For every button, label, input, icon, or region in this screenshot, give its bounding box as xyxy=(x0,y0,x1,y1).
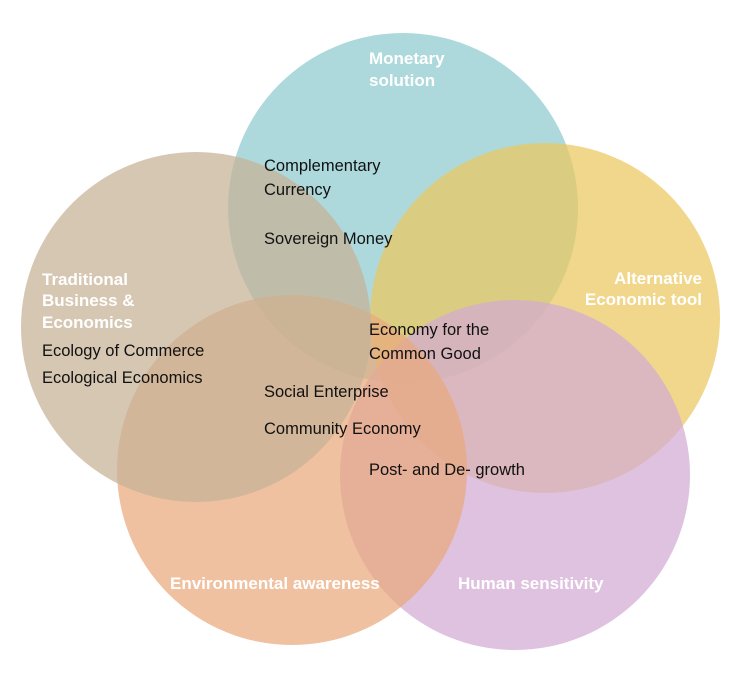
circle-label-traditional: Traditional Business & Economics xyxy=(42,270,135,332)
circle-label-line: Human sensitivity xyxy=(458,574,604,593)
item-label-line: Complementary xyxy=(264,157,381,175)
circle-label-line: solution xyxy=(369,71,435,90)
circle-traditional xyxy=(21,152,371,502)
item-label-line: Economy for the xyxy=(369,321,489,339)
circle-label-line: Alternative xyxy=(614,269,702,288)
item-label-line: Common Good xyxy=(369,345,481,363)
circle-label-alternative: Alternative Economic tool xyxy=(585,269,702,309)
circle-label-line: Economics xyxy=(42,313,133,332)
circle-label-environmental: Environmental awareness xyxy=(170,574,380,593)
item-ecology-of-commerce: Ecology of Commerce xyxy=(42,342,204,360)
circle-label-line: Economic tool xyxy=(585,290,702,309)
item-label-line: Social Enterprise xyxy=(264,383,389,401)
item-label-line: Ecology of Commerce xyxy=(42,342,204,360)
item-label-line: Ecological Economics xyxy=(42,369,203,387)
circle-label-line: Traditional xyxy=(42,270,128,289)
item-label-line: Sovereign Money xyxy=(264,230,393,248)
circle-label-monetary: Monetary solution xyxy=(369,49,445,90)
item-economy-common-good: Economy for the Common Good xyxy=(369,321,489,363)
item-label-line: Post- and De- growth xyxy=(369,461,525,479)
item-community-economy: Community Economy xyxy=(264,420,422,438)
item-social-enterprise: Social Enterprise xyxy=(264,383,389,401)
circle-label-line: Environmental awareness xyxy=(170,574,380,593)
item-label-line: Currency xyxy=(264,181,332,199)
item-complementary-currency: Complementary Currency xyxy=(264,157,381,199)
item-sovereign-money: Sovereign Money xyxy=(264,230,393,248)
item-post-de-growth: Post- and De- growth xyxy=(369,461,525,479)
circle-label-line: Business & xyxy=(42,291,135,310)
circles-layer xyxy=(21,33,720,650)
circle-label-line: Monetary xyxy=(369,49,445,68)
item-label-line: Community Economy xyxy=(264,420,422,438)
circle-label-human: Human sensitivity xyxy=(458,574,604,593)
item-ecological-economics: Ecological Economics xyxy=(42,369,203,387)
